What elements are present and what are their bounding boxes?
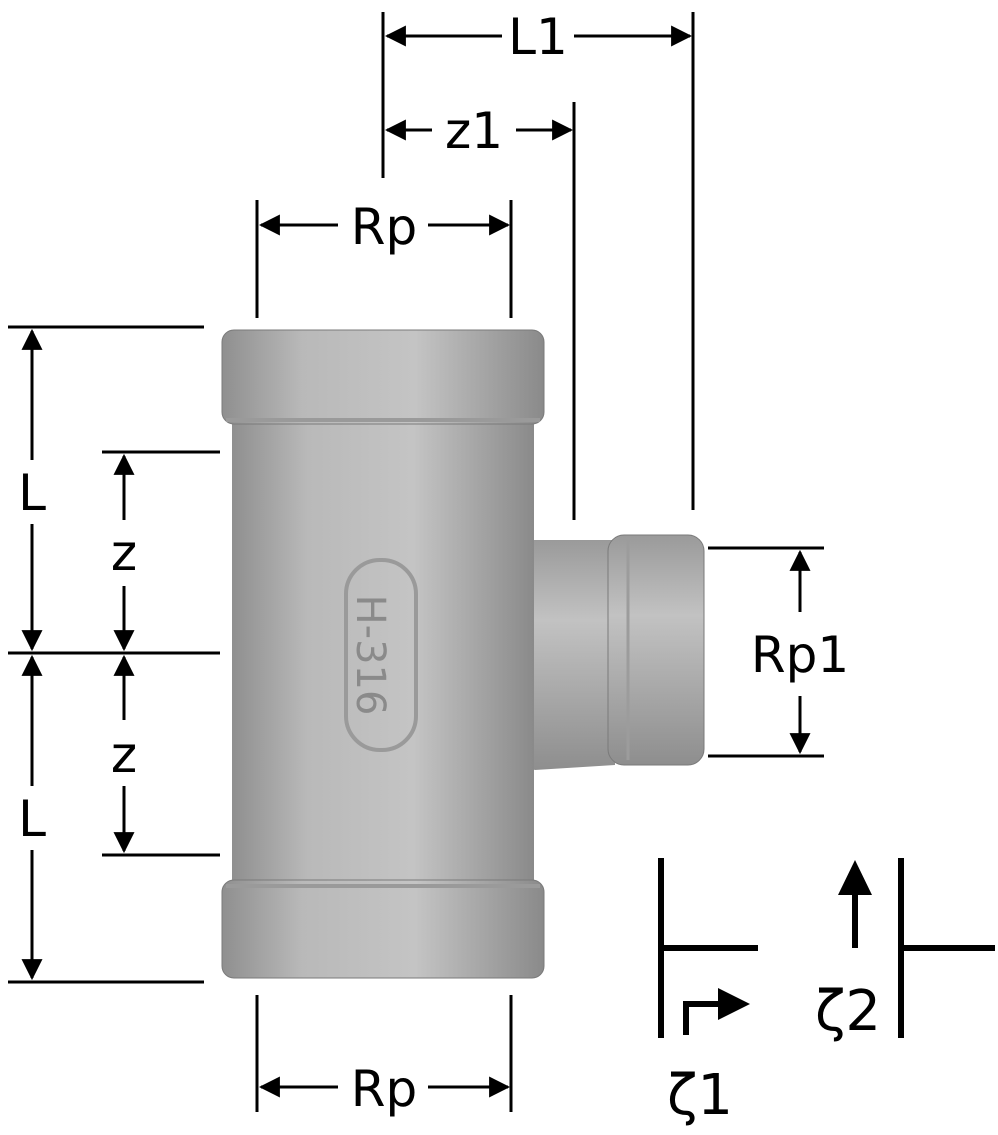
body-marking: H-316 [347, 595, 393, 716]
label-Rp-top: Rp [351, 198, 417, 256]
dimension-Rp-top: Rp [255, 198, 513, 318]
label-L-lower: L [18, 790, 46, 848]
top-socket [221, 329, 545, 425]
tee-fitting: H-316 [221, 329, 705, 979]
branch-flow-arrow-icon: ζ1 [658, 858, 758, 1128]
main-run-body [232, 400, 534, 900]
branch-socket [607, 534, 705, 766]
label-Rp-bottom: Rp [351, 1060, 417, 1118]
label-L1: L1 [508, 8, 568, 66]
label-zeta1: ζ1 [667, 1063, 733, 1128]
label-L-upper: L [18, 464, 46, 522]
dimension-Rp-bottom: Rp [255, 995, 513, 1118]
dimension-Rp1: Rp1 [708, 546, 849, 758]
label-Rp1: Rp1 [751, 626, 849, 684]
dimension-z: z z [102, 450, 220, 857]
dimension-z1: z1 [384, 102, 576, 520]
label-z-upper: z [111, 524, 137, 582]
dimension-L1: L1 [381, 8, 695, 510]
marking-plate [344, 558, 418, 752]
bottom-socket [221, 879, 545, 979]
label-zeta2: ζ2 [815, 979, 881, 1044]
label-z-lower: z [111, 726, 137, 784]
dimension-L: L L [8, 325, 220, 984]
label-z1: z1 [445, 102, 503, 160]
through-flow-arrow-icon: ζ2 [815, 858, 995, 1044]
